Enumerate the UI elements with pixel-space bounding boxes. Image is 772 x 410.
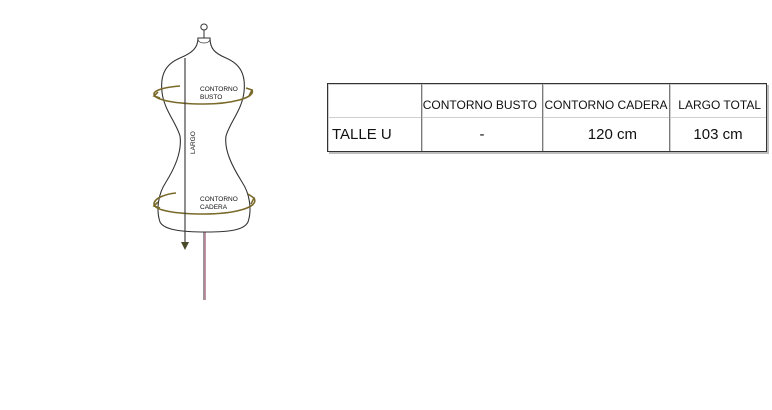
header-hip: CONTORNO CADERA xyxy=(543,84,670,117)
header-empty xyxy=(328,84,422,117)
size-table: CONTORNO BUSTO CONTORNO CADERA LARGO TOT… xyxy=(327,83,767,152)
header-bust: CONTORNO BUSTO xyxy=(422,84,543,117)
hip-measure-loop xyxy=(153,192,256,215)
bust-arrow-right xyxy=(245,87,254,97)
bust-measure-loop xyxy=(153,85,253,105)
table-header-row: CONTORNO BUSTO CONTORNO CADERA LARGO TOT… xyxy=(328,84,766,117)
length-arrow-head xyxy=(181,242,189,250)
top-knob xyxy=(200,23,208,31)
torso-outline xyxy=(157,37,251,233)
row-length-value: 103 cm xyxy=(670,117,766,151)
bust-arrow-left xyxy=(152,91,161,99)
hip-arrow-right xyxy=(247,193,256,205)
hip-arrow-left xyxy=(152,201,161,209)
row-size-label: TALLE U xyxy=(328,117,422,151)
bust-label-line2: BUSTO xyxy=(200,94,222,101)
row-hip-value: 120 cm xyxy=(543,117,670,151)
row-bust-value: - xyxy=(422,117,543,151)
hip-label-line2: CADERA xyxy=(200,204,228,211)
length-label: LARGO xyxy=(190,131,197,154)
collar-line xyxy=(197,39,211,44)
bust-label-line1: CONTORNO xyxy=(200,86,238,93)
dress-form-svg: CONTORNO BUSTO CONTORNO CADERA LARGO xyxy=(152,23,256,300)
table-row: TALLE U - 120 cm 103 cm xyxy=(328,117,766,151)
header-length: LARGO TOTAL xyxy=(670,84,766,117)
dress-form-diagram: CONTORNO BUSTO CONTORNO CADERA LARGO xyxy=(140,18,270,308)
hip-label-line1: CONTORNO xyxy=(200,196,238,203)
